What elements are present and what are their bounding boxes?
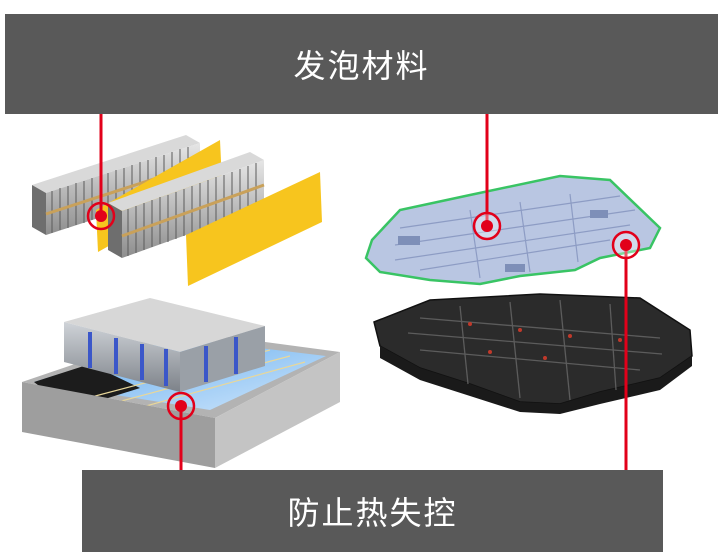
open-pack-housing — [22, 298, 340, 468]
module-block-gaps — [88, 332, 238, 386]
cover-feature-2 — [505, 264, 525, 272]
foam-pad-b — [186, 172, 322, 286]
housing-side-wall — [215, 352, 340, 468]
cover-ribs — [394, 193, 636, 279]
marker-module-pads — [86, 201, 116, 231]
battery-tray — [373, 293, 693, 414]
marker-housing — [166, 391, 196, 421]
bottom-label-banner: 防止热失控 — [82, 470, 663, 552]
module-b-end — [108, 203, 122, 258]
module-a-end — [32, 185, 46, 235]
pack-cover-with-foam-seal — [364, 174, 662, 286]
cover-plate — [364, 174, 662, 286]
tray-markers — [468, 322, 622, 360]
top-label-text: 发泡材料 — [293, 47, 430, 85]
module-b-top — [108, 152, 264, 211]
bottom-label-text: 防止热失控 — [287, 494, 458, 532]
housing-front-wall — [22, 382, 215, 468]
module-b-band — [121, 183, 265, 238]
module-block-front — [64, 322, 180, 392]
module-block-top — [64, 298, 265, 352]
tray-edge — [380, 346, 692, 414]
top-label-banner: 发泡材料 — [5, 14, 718, 114]
module-block-side — [180, 326, 265, 392]
callout-leaders — [99, 114, 628, 470]
module-pair-with-foam-pads — [32, 135, 322, 286]
callout-markers — [86, 201, 641, 421]
module-a-top — [32, 135, 200, 193]
cover-feature-3 — [590, 210, 608, 218]
tray-compartments — [407, 299, 663, 401]
marker-cover-edge — [611, 230, 641, 260]
cover-feature-1 — [398, 236, 420, 245]
marker-cover — [472, 211, 502, 241]
